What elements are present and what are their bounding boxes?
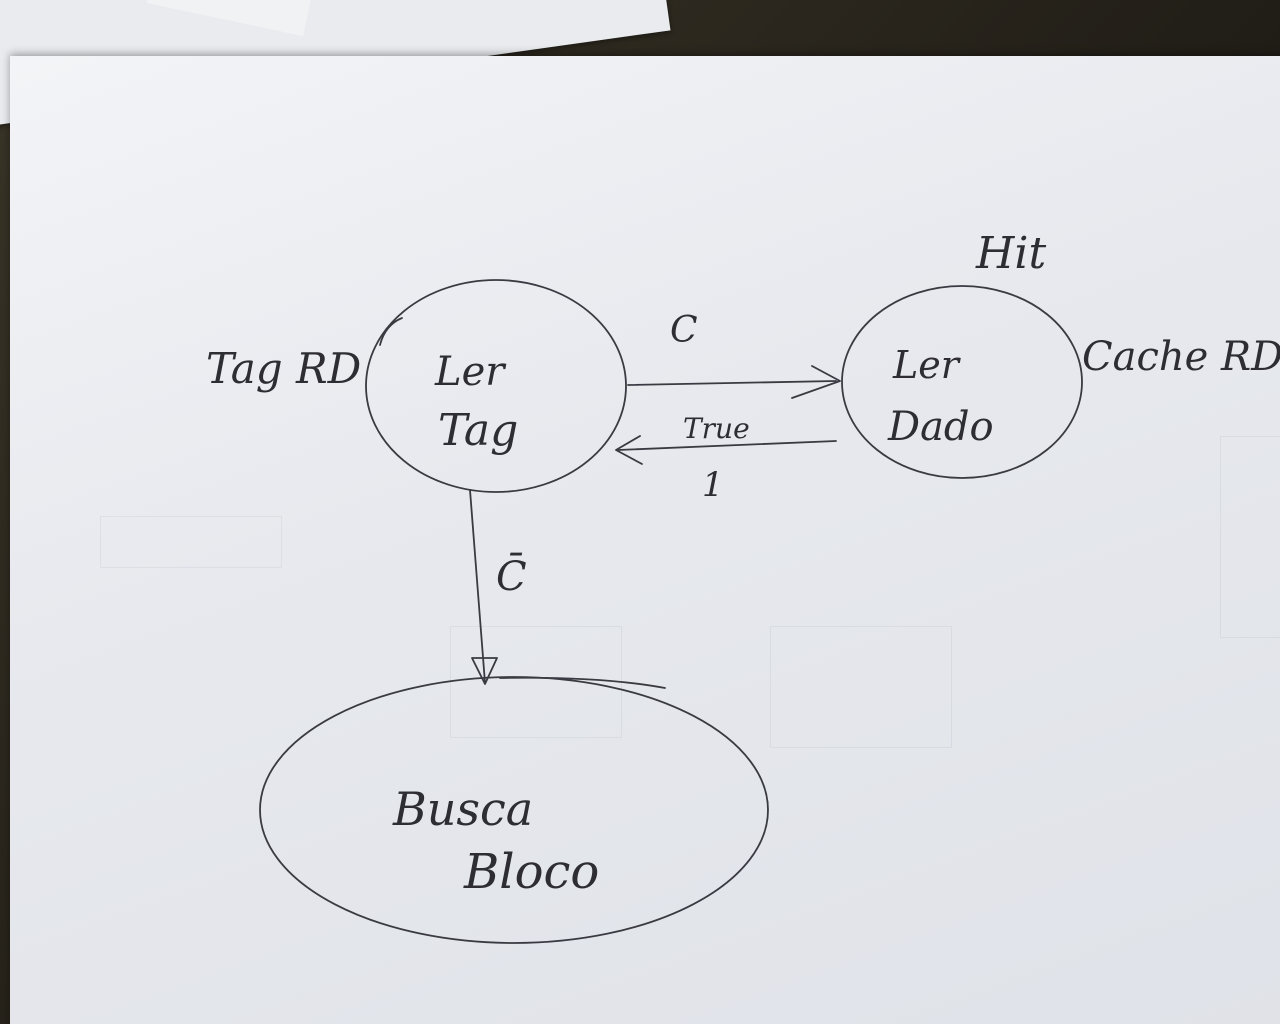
transition-dado-to-tag-label-top: True [683, 412, 750, 445]
transition-dado-to-tag[interactable]: True 1 [615, 412, 837, 505]
state-busca-bloco-overlap-stroke [499, 676, 666, 689]
state-ler-tag[interactable]: Ler Tag [365, 279, 627, 493]
transition-tag-to-dado-line [627, 380, 837, 386]
transition-tag-to-dado-label: C [670, 310, 698, 351]
state-ler-tag-circle [365, 279, 627, 493]
show-through-box [100, 516, 282, 568]
transition-tag-to-busca-label: C̄ [496, 553, 527, 600]
transition-dado-to-tag-label-bottom: 1 [702, 465, 724, 505]
transition-tag-to-dado[interactable]: C [627, 310, 841, 399]
state-ler-tag-output: Tag RD [206, 344, 361, 393]
transition-tag-to-busca[interactable]: C̄ [469, 489, 527, 685]
state-ler-dado[interactable]: Ler Dado [841, 285, 1083, 479]
state-ler-dado-annotation: Hit [975, 228, 1046, 279]
transition-tag-to-busca-arrowhead [471, 657, 498, 685]
transition-tag-to-busca-line [469, 489, 486, 684]
state-ler-dado-output: Cache RD [1082, 334, 1280, 380]
state-busca-bloco[interactable]: Busca Bloco [259, 676, 769, 944]
show-through-box [1220, 436, 1280, 638]
transition-dado-to-tag-line [617, 440, 837, 451]
state-busca-bloco-line2: Bloco [463, 844, 599, 900]
state-busca-bloco-line1: Busca [392, 782, 533, 836]
state-ler-tag-line2: Tag [438, 405, 518, 456]
transition-dado-to-tag-arrowhead [615, 435, 643, 465]
transition-tag-to-dado-arrowhead [791, 365, 841, 399]
paper-sheet [10, 56, 1280, 1024]
state-ler-dado-circle [841, 285, 1083, 479]
state-ler-dado-line2: Dado [887, 404, 994, 450]
show-through-box [770, 626, 952, 748]
state-ler-tag-overlap-stroke [379, 317, 403, 346]
state-ler-tag-line1: Ler [434, 349, 507, 395]
state-ler-dado-line1: Ler [892, 343, 962, 387]
